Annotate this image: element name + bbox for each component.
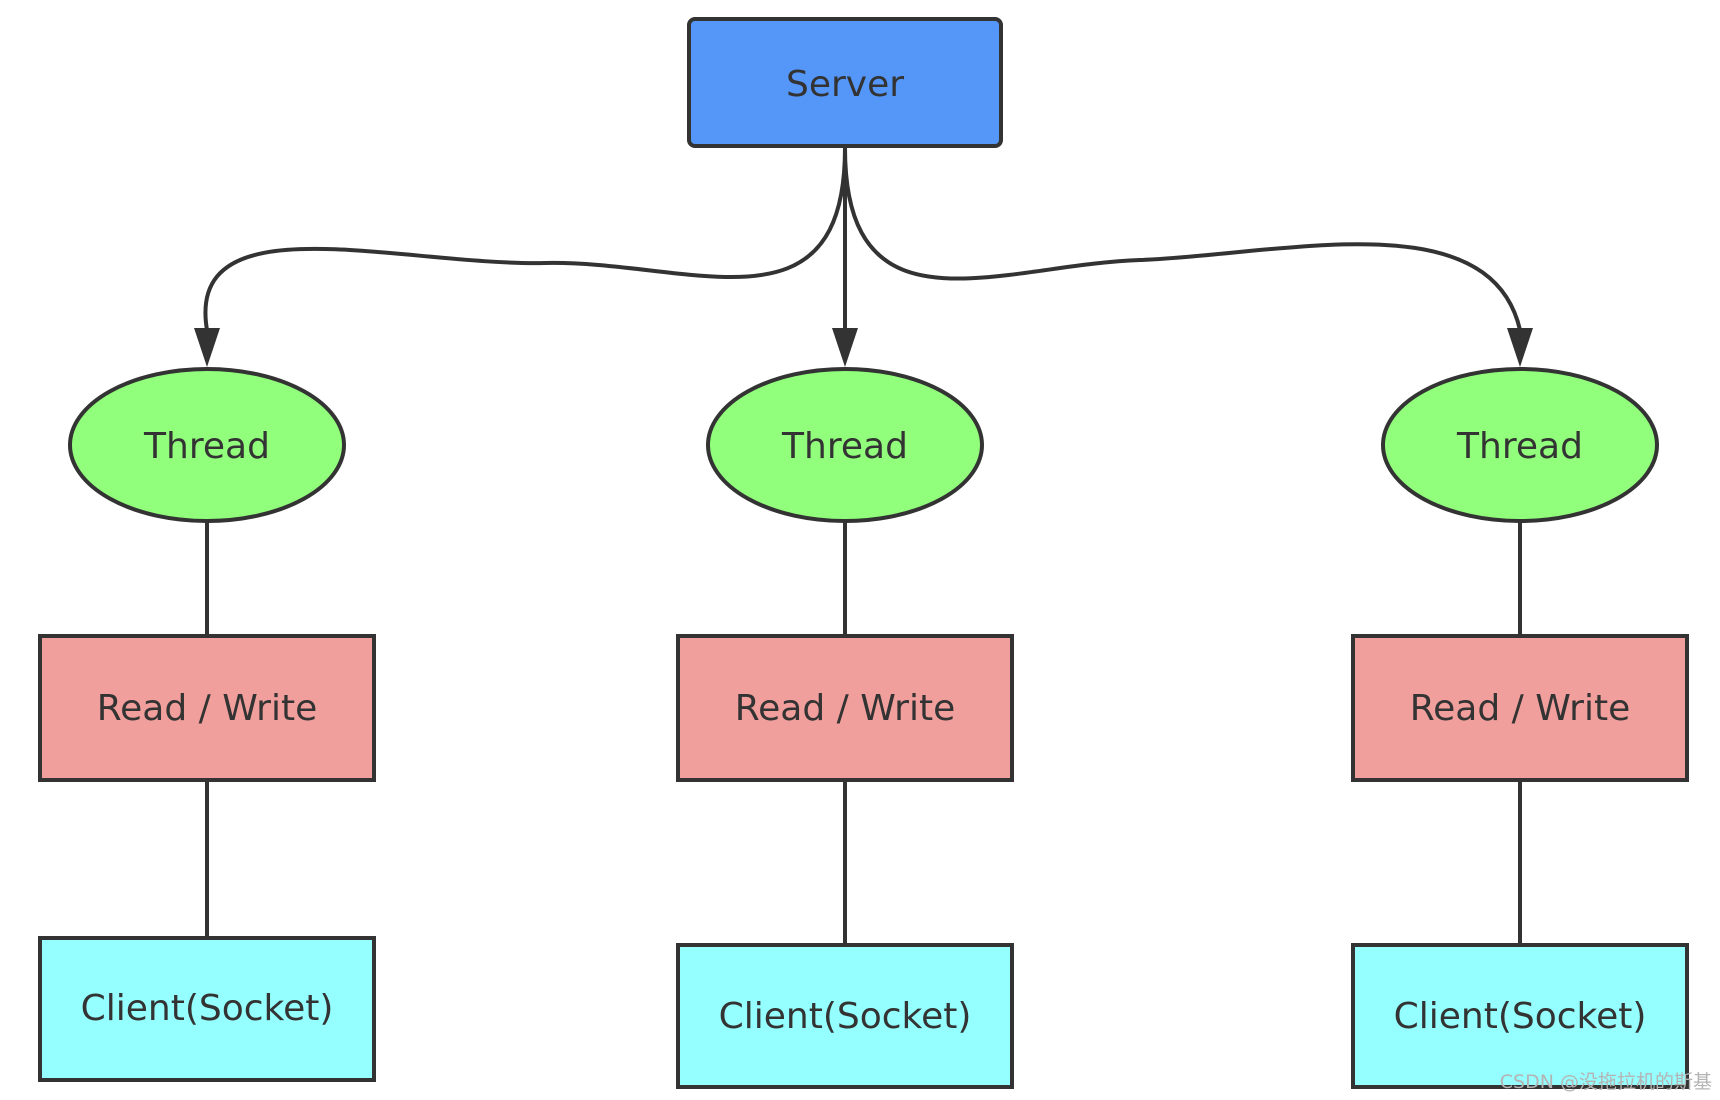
client-3-box bbox=[1351, 943, 1689, 1089]
edge-server-to-thread-3 bbox=[843, 147, 1522, 331]
client-3-label: Client(Socket) bbox=[1394, 996, 1647, 1037]
thread-3-label: Thread bbox=[1456, 426, 1583, 467]
thread-2-node bbox=[706, 367, 984, 523]
client-1-label: Client(Socket) bbox=[81, 988, 334, 1029]
thread-1-node bbox=[68, 367, 346, 523]
column-2: Thread Read / Write Client(Socket) bbox=[676, 367, 1014, 1089]
rw-3-label: Read / Write bbox=[1410, 688, 1631, 729]
arrowhead-thread-1 bbox=[194, 328, 220, 367]
thread-1-label: Thread bbox=[143, 426, 270, 467]
client-1-box bbox=[38, 936, 376, 1082]
rw-3-box bbox=[1351, 634, 1689, 782]
client-2-label: Client(Socket) bbox=[719, 996, 972, 1037]
rw-1-label: Read / Write bbox=[97, 688, 318, 729]
thread-2-label: Thread bbox=[781, 426, 908, 467]
column-1: Thread Read / Write Client(Socket) bbox=[38, 367, 376, 1082]
rw-2-label: Read / Write bbox=[735, 688, 956, 729]
server-box bbox=[687, 17, 1003, 148]
rw-2-box bbox=[676, 634, 1014, 782]
arrowhead-thread-3 bbox=[1507, 328, 1533, 367]
edge-server-to-thread-1 bbox=[203, 147, 847, 331]
server-node: Server bbox=[687, 17, 1003, 148]
rw-1-box bbox=[38, 634, 376, 782]
client-2-box bbox=[676, 943, 1014, 1089]
thread-3-node bbox=[1381, 367, 1659, 523]
watermark: CSDN @没拖拉机的斯基 bbox=[1499, 1071, 1712, 1093]
server-label: Server bbox=[786, 64, 904, 105]
column-3: Thread Read / Write Client(Socket) bbox=[1351, 367, 1689, 1089]
arrowhead-thread-2 bbox=[832, 328, 858, 367]
